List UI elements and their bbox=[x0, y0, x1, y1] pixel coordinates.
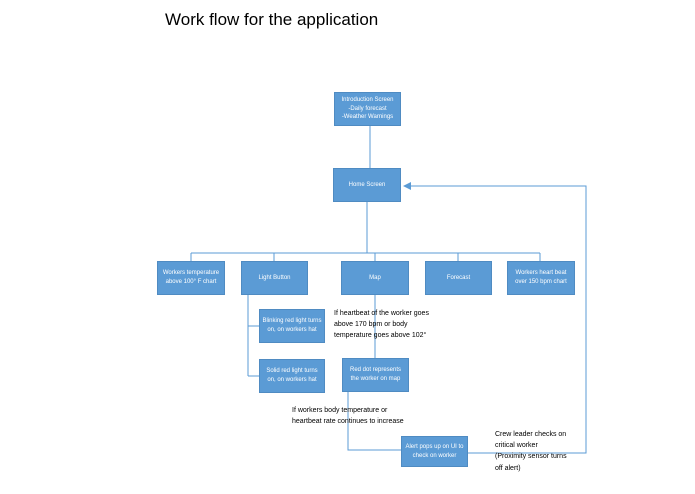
node-light-button: Light Button bbox=[241, 261, 308, 295]
node-forecast: Forecast bbox=[425, 261, 492, 295]
connector-light-blinking bbox=[247, 294, 259, 377]
node-workers-heartbeat-chart: Workers heart beat over 150 bpm chart bbox=[507, 261, 575, 295]
node-introduction-screen: Introduction Screen -Daily forecast -Wea… bbox=[334, 92, 401, 126]
node-workers-temperature-chart: Workers temperature above 100° F chart bbox=[157, 261, 225, 295]
node-home-screen: Home Screen bbox=[333, 168, 401, 202]
connector-reddot-alert bbox=[347, 385, 401, 451]
note-heartbeat-condition: If heartbeat of the worker goes above 17… bbox=[334, 310, 429, 340]
node-red-dot-map: Red dot represents the worker on map bbox=[342, 358, 409, 392]
node-solid-red-light: Solid red light turns on, on workers hat bbox=[259, 359, 325, 393]
node-alert-popup: Alert pops up on UI to check on worker bbox=[401, 436, 468, 467]
note-continues-to-increase: If workers body temperature or heartbeat… bbox=[292, 407, 404, 426]
node-blinking-red-light: Blinking red light turns on, on workers … bbox=[259, 309, 325, 343]
node-map: Map bbox=[341, 261, 409, 295]
connector-alert-home bbox=[403, 182, 587, 454]
note-crew-leader: Crew leader checks on critical worker (P… bbox=[495, 431, 567, 472]
page-title: Work flow for the application bbox=[165, 10, 379, 29]
